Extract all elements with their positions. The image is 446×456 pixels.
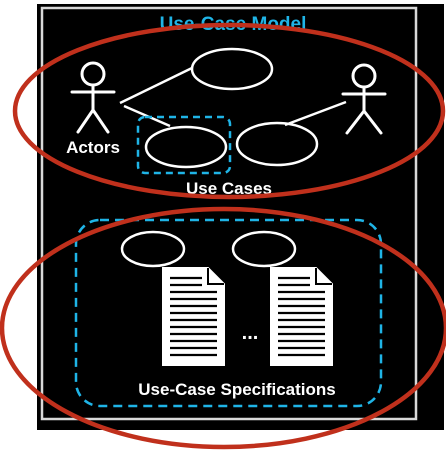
specifications-section: ... Use-Case Specifications <box>74 218 383 408</box>
spec-use-case-ellipse <box>120 230 186 268</box>
specifications-dashed-box <box>74 218 383 408</box>
use-cases-label: Use Cases <box>186 179 272 198</box>
document-icon <box>270 267 333 366</box>
model-frame <box>40 6 418 421</box>
use-case-ellipse <box>144 125 228 169</box>
highlight-ring-lower <box>0 206 446 450</box>
specifications-label: Use-Case Specifications <box>138 380 335 399</box>
association-line <box>284 100 347 127</box>
spec-use-case-ellipse <box>231 230 297 268</box>
use-case-dashed-box <box>136 115 232 175</box>
actor-left-icon <box>70 61 116 134</box>
use-case-ellipse <box>235 121 319 167</box>
highlight-ring-upper <box>12 22 446 200</box>
more-documents-ellipsis: ... <box>242 322 259 344</box>
actors-label: Actors <box>66 138 120 157</box>
actor-right-icon <box>341 63 387 135</box>
document-icon <box>162 267 225 366</box>
use-case-diagram-section: Actors Use Cases <box>66 47 387 198</box>
model-panel <box>37 4 444 430</box>
use-case-ellipse <box>190 47 274 91</box>
association-line <box>119 66 193 105</box>
